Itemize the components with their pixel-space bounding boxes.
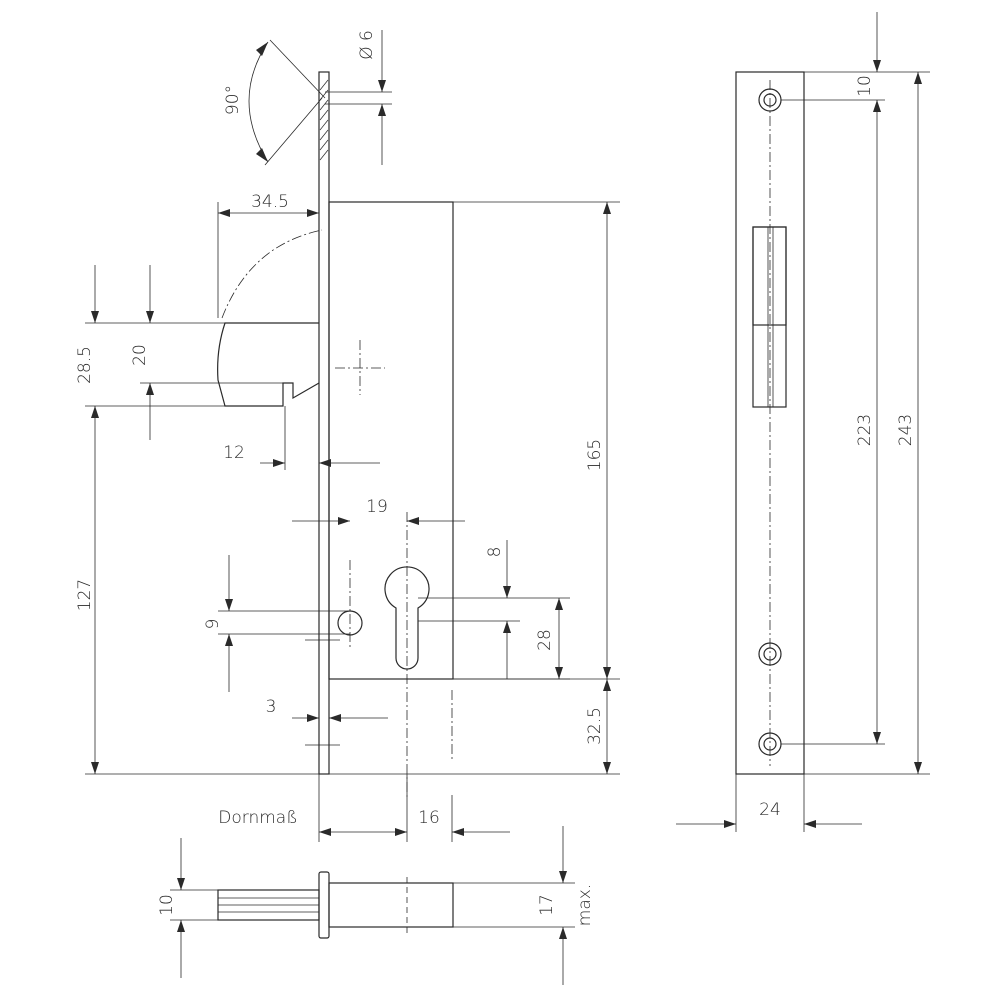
body-height-dimension: 165 [453,201,620,680]
bolt-swing-arc [221,229,323,319]
screw-top-distance-label: 10 [855,75,875,97]
cylinder-cutout [384,566,430,670]
cylinder-length-label: 28 [535,629,555,651]
bottom-offset-dimension: 32.5 [585,679,611,774]
faceplate-thickness-dimension: 3 [266,639,388,746]
faceplate-front-view [735,71,805,775]
faceplate-dimensions: 10 223 243 24 [676,12,930,832]
follower-distance-dimension: 19 [292,497,465,525]
backset-label: Dornmaß [218,808,297,828]
body-thickness-label: 17 [537,894,557,916]
hook-bolt [217,322,320,407]
bolt-slot [752,226,787,408]
max-label: max. [575,884,595,926]
hole-diameter-dimension: Ø 6 [325,30,392,165]
hook-offset-dimension: 12 [223,406,380,470]
backset-dimension: Dornmaß 16 [218,774,510,842]
hook-offset-label: 12 [223,443,245,463]
faceplate-length-label: 243 [896,414,916,446]
follower-distance-label: 19 [366,497,388,517]
bolt-throw-label: 34.5 [251,192,289,212]
hole-diameter-label: Ø 6 [357,30,377,60]
lock-body [328,201,454,680]
body-height-label: 165 [585,439,605,471]
faceplate-width-label: 24 [759,800,781,820]
bolt-height-dimensions: 28.5 20 [75,265,283,774]
cylinder-dimensions: 8 28 [418,540,570,680]
bottom-distance-label: 127 [75,579,95,611]
screw-distance-label: 223 [855,414,875,446]
follower-hole-dimension: 9 [203,555,350,692]
center-mark [335,340,385,395]
angle-dimension: 90° [223,39,326,166]
bottom-view-dimensions: 10 17 max. [157,826,595,985]
bottom-offset-label: 32.5 [585,707,605,745]
bolt-thickness-label: 10 [157,894,177,916]
screw-hole-middle [758,642,782,666]
backset-16-label: 16 [418,808,440,828]
faceplate-thickness-label: 3 [266,697,277,717]
bolt-throw-dimension: 34.5 [217,192,319,318]
follower-hole-label: 9 [203,619,223,630]
cylinder-offset-label: 8 [485,547,505,558]
bolt-outer-height-label: 28.5 [75,346,95,384]
angle-label: 90° [223,85,243,115]
faceplate-side-view [318,71,330,775]
bottom-view [217,871,454,939]
bolt-inner-height-label: 20 [130,344,150,366]
